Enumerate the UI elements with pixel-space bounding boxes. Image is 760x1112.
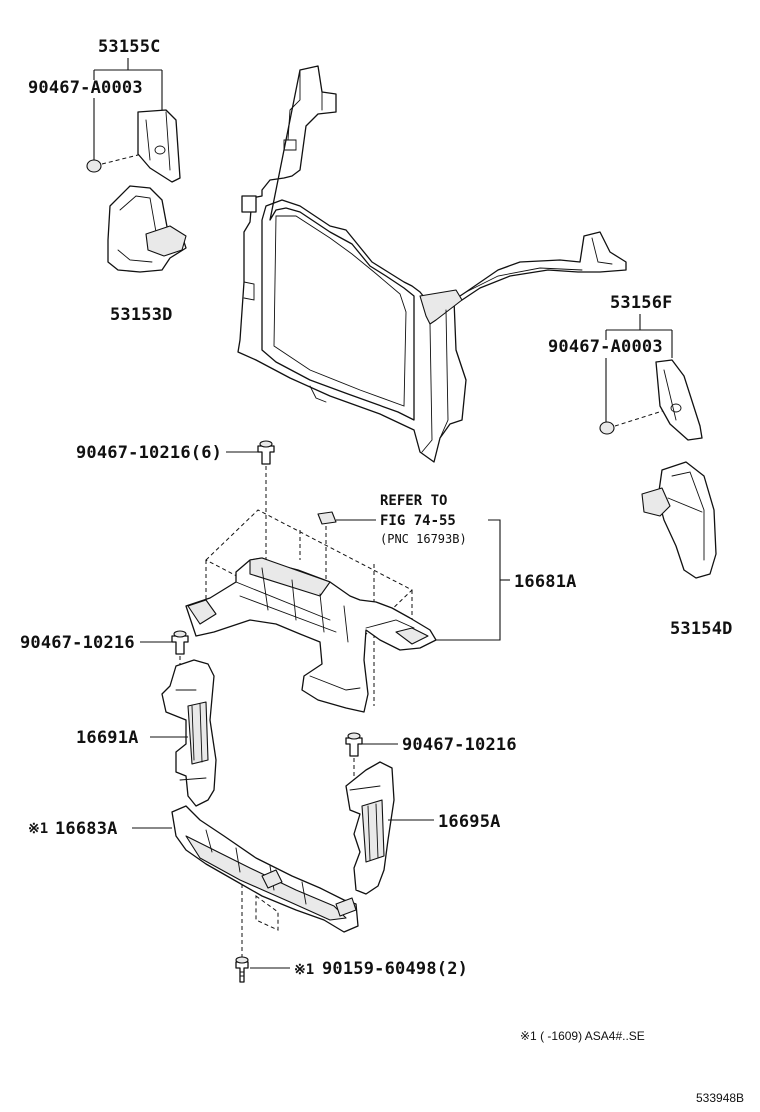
label-mark-90159: ※1 [294, 962, 314, 978]
label-90467-10216-right: 90467-10216 [402, 735, 517, 755]
bolt-90467-10216-right [345, 732, 363, 757]
label-16681a: 16681A [514, 572, 577, 592]
label-16683a: 16683A [55, 819, 118, 839]
label-53153d: 53153D [110, 305, 173, 325]
bracket-53156f [655, 359, 703, 441]
part-16683a-group: ※1 16683A ※1 90159-60498(2) [28, 805, 468, 983]
label-90467-10216-left: 90467-10216 [20, 633, 135, 653]
part-16695a-group: 90467-10216 16695A [345, 732, 517, 895]
radiator-support-frame [237, 65, 627, 463]
label-90159-60498-2: 90159-60498(2) [322, 959, 468, 979]
clip-90467-a0003-left [86, 159, 102, 173]
label-16695a: 16695A [438, 812, 501, 832]
clip-90467-a0003-right [599, 421, 615, 435]
label-fig-74-55: FIG 74-55 [380, 513, 456, 529]
label-refer-to: REFER TO [380, 493, 447, 509]
part-53155c-group: 53155C 90467-A0003 53153D [28, 37, 187, 325]
part-16681a-group: 90467-10216(6) REFER TO FIG 74-55 (PNC 1… [76, 440, 577, 713]
footer-note: ※1 ( -1609) ASA4#..SE [520, 1029, 645, 1043]
bolt-90467-10216-top [257, 440, 275, 465]
label-53154d: 53154D [670, 619, 733, 639]
guide-16691a [161, 659, 217, 807]
label-16691a: 16691A [76, 728, 139, 748]
label-53155c: 53155C [98, 37, 161, 57]
seal-53154d [657, 461, 717, 579]
part-16691a-group: 90467-10216 16691A [20, 630, 217, 807]
label-53156f: 53156F [610, 293, 673, 313]
bolt-90467-10216-left [171, 630, 189, 655]
diagram-code: 533948B [696, 1091, 744, 1105]
part-53156f-group: 53156F 90467-A0003 53154D [548, 293, 733, 639]
label-90467-10216-6: 90467-10216(6) [76, 443, 222, 463]
label-mark-16683a: ※1 [28, 821, 48, 837]
label-90467-a0003-right: 90467-A0003 [548, 337, 663, 357]
bolt-90159-60498 [235, 956, 249, 983]
label-pnc-16793b: (PNC 16793B) [380, 532, 467, 546]
label-90467-a0003-left: 90467-A0003 [28, 78, 143, 98]
